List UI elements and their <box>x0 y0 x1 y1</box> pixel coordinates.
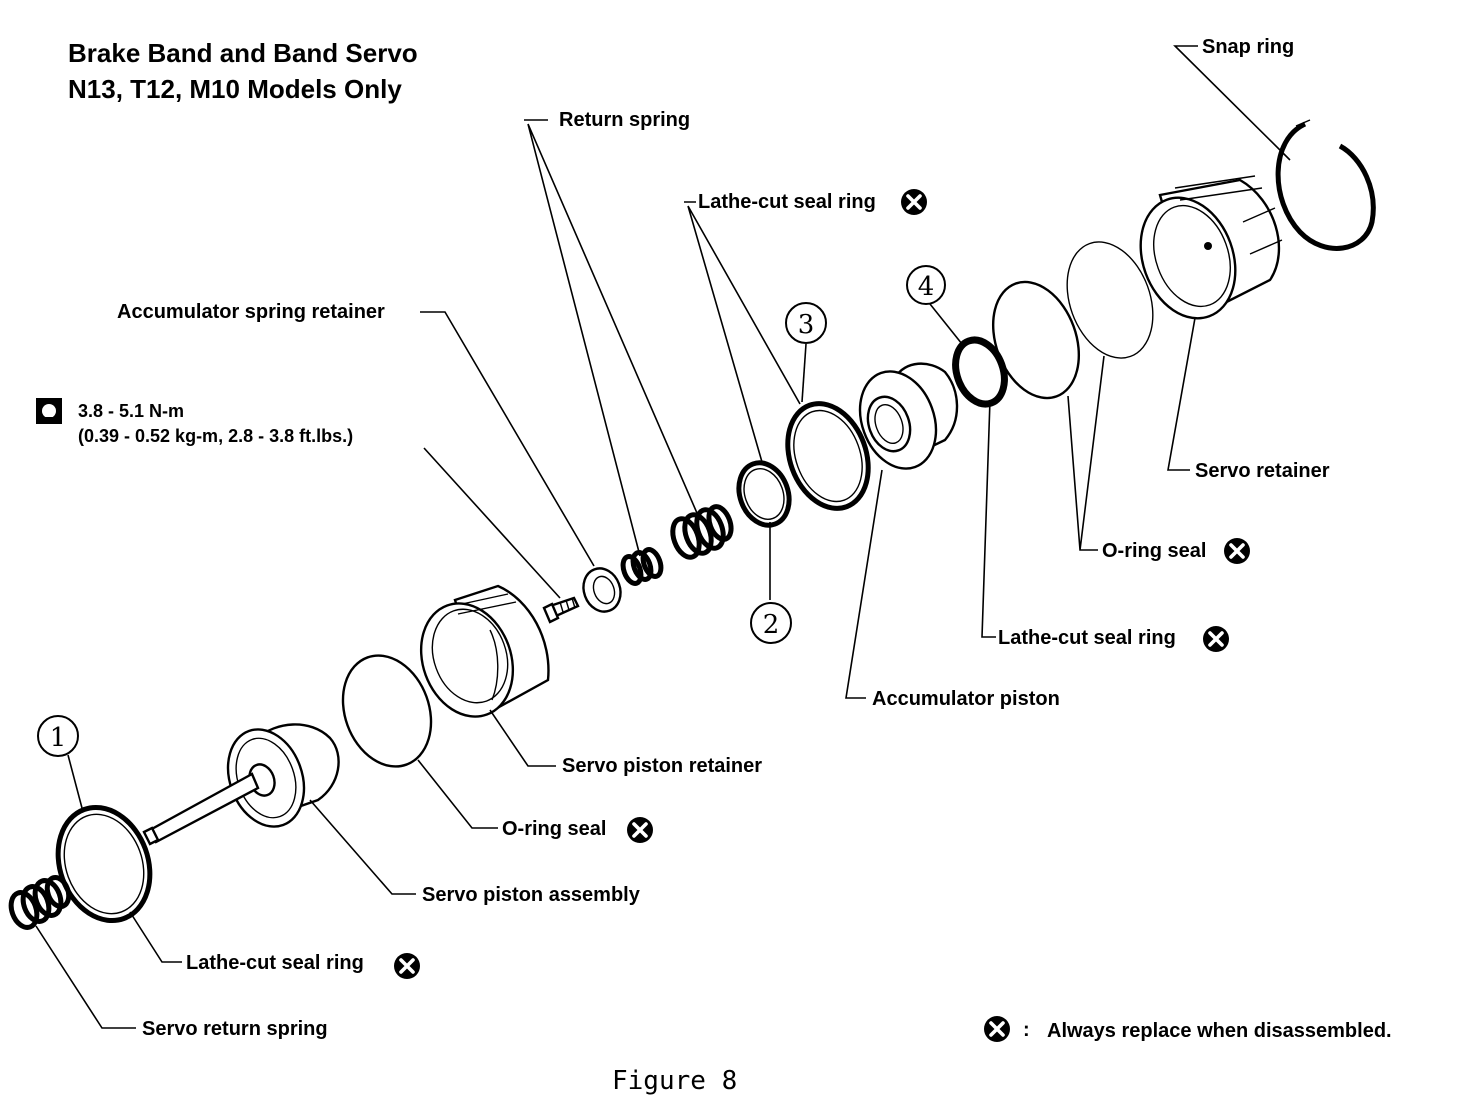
leader-lathe-cut-top <box>684 201 801 463</box>
lathe-cut-seal-ring-3-part <box>785 401 871 511</box>
replace-x-icon <box>392 951 422 981</box>
svg-text:3: 3 <box>798 310 815 340</box>
leader-callout-4 <box>929 303 963 345</box>
servo-piston-assembly-part <box>142 723 340 846</box>
servo-piston-retainer-part <box>419 584 550 718</box>
callout-2: 2 <box>750 602 792 644</box>
label-lathe-cut-top: Lathe-cut seal ring <box>698 191 876 213</box>
figure-caption: Figure 8 <box>612 1066 737 1096</box>
leader-lathe-cut-left <box>129 911 182 963</box>
leader-servo-piston-retainer <box>489 709 556 767</box>
label-accumulator-spring-retainer: Accumulator spring retainer <box>117 301 385 323</box>
accumulator-spring-retainer-part <box>582 567 622 613</box>
leader-return-spring <box>524 119 701 557</box>
leader-accumulator-spring-retainer <box>420 311 595 567</box>
leader-servo-return-spring <box>35 925 136 1029</box>
legend-replace-x-icon <box>982 1014 1012 1044</box>
replace-x-icon <box>1201 624 1231 654</box>
label-accumulator-piston: Accumulator piston <box>872 688 1060 710</box>
label-lathe-cut-right: Lathe-cut seal ring <box>998 627 1176 649</box>
o-ring-seal-large-part <box>1066 241 1154 359</box>
return-spring-small-part <box>620 547 664 586</box>
label-return-spring: Return spring <box>559 109 690 131</box>
title-line-1: Brake Band and Band Servo <box>68 38 418 68</box>
callout-3: 3 <box>785 302 827 344</box>
label-o-ring-right: O-ring seal <box>1102 540 1206 562</box>
leader-o-ring-right <box>1067 355 1105 551</box>
label-servo-retainer: Servo retainer <box>1195 460 1330 482</box>
torque-wrench-icon <box>36 398 62 424</box>
svg-text:2: 2 <box>763 610 780 640</box>
servo-return-spring-part <box>8 874 72 930</box>
leader-o-ring-mid <box>417 759 498 829</box>
label-snap-ring: Snap ring <box>1202 36 1294 58</box>
svg-text:4: 4 <box>918 272 935 302</box>
replace-x-icon <box>625 815 655 845</box>
label-o-ring-mid: O-ring seal <box>502 818 606 840</box>
o-ring-seal-mid-part <box>341 654 433 768</box>
label-servo-piston-assembly: Servo piston assembly <box>422 884 641 906</box>
leader-callout-1 <box>67 754 83 809</box>
lathe-cut-seal-ring-1-part <box>55 804 153 924</box>
leader-lathe-cut-right <box>981 399 996 638</box>
title-line-2: N13, T12, M10 Models Only <box>68 74 402 104</box>
legend-colon: : <box>1023 1019 1030 1041</box>
servo-retainer-part <box>1139 175 1283 320</box>
callout-4: 4 <box>906 265 946 305</box>
label-lathe-cut-left: Lathe-cut seal ring <box>186 952 364 974</box>
o-ring-seal-part <box>991 280 1081 400</box>
leader-servo-retainer <box>1167 317 1196 471</box>
bolt-part <box>542 596 580 624</box>
torque-value: 3.8 - 5.1 N-m <box>78 401 184 421</box>
legend-text: Always replace when disassembled. <box>1047 1020 1392 1042</box>
replace-x-icon <box>899 187 929 217</box>
leader-servo-piston-assembly <box>309 799 416 895</box>
leader-callout-3 <box>801 343 807 403</box>
leader-snap-ring <box>1173 45 1291 161</box>
replace-x-icon <box>1222 536 1252 566</box>
return-spring-large-part <box>670 504 734 560</box>
lathe-cut-seal-ring-4-part <box>952 336 1008 408</box>
callout-1: 1 <box>37 715 79 757</box>
snap-ring-part <box>1275 119 1376 251</box>
leader-accumulator-piston <box>845 469 883 699</box>
leader-torque <box>423 447 561 599</box>
label-servo-return-spring: Servo return spring <box>142 1018 328 1040</box>
accumulator-piston-part <box>858 362 959 470</box>
torque-alt-values: (0.39 - 0.52 kg-m, 2.8 - 3.8 ft.lbs.) <box>78 426 353 446</box>
svg-text:1: 1 <box>50 723 67 753</box>
lathe-cut-seal-ring-2-part <box>736 460 792 528</box>
label-servo-piston-retainer: Servo piston retainer <box>562 755 762 777</box>
